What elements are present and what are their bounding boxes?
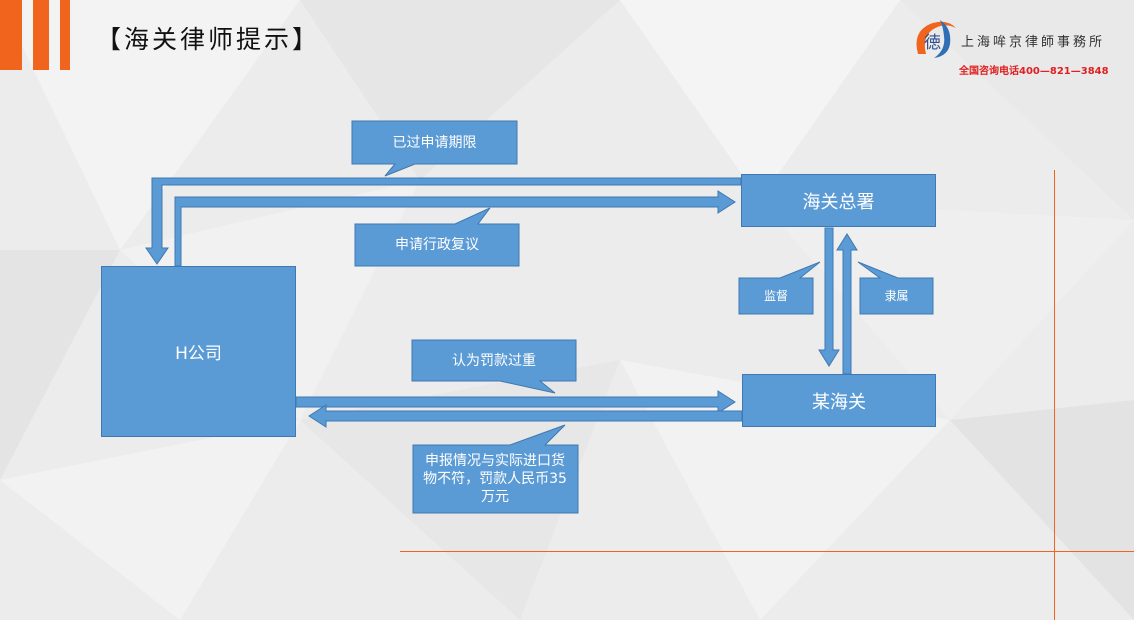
- logo-firm-name: 上海哞京律師事務所: [961, 35, 1106, 50]
- callout-penalty-shape: [412, 424, 579, 514]
- arrow-company-to-gac: [174, 190, 736, 267]
- arrow-customs-to-gac: [836, 233, 858, 375]
- callout-too-heavy: 认为罚款过重: [452, 352, 536, 369]
- accent-bar-3: [60, 0, 70, 70]
- orange-divider-vertical: [1054, 170, 1055, 620]
- arrow-customs-to-company: [308, 404, 743, 428]
- callout-penalty: 申报情况与实际进口货物不符，罚款人民币35万元: [423, 453, 567, 505]
- callout-review: 申请行政复议: [395, 237, 479, 253]
- logo-mark-text: 徳: [924, 33, 941, 53]
- callout-subordinate-shape: [857, 261, 934, 315]
- logo-mark-icon: [916, 20, 956, 58]
- accent-bar-2: [33, 0, 49, 70]
- callout-expired: 已过申请期限: [392, 134, 477, 151]
- node-company: H公司: [101, 266, 296, 437]
- arrow-gac-to-company: [145, 177, 742, 265]
- arrow-company-to-customs: [295, 390, 736, 414]
- callout-expired-shape: [351, 120, 518, 177]
- callout-too-heavy-shape: [411, 339, 577, 394]
- arrow-gac-to-customs: [818, 227, 840, 367]
- logo: 徳: [912, 14, 960, 60]
- page-title: 【海关律师提示】: [96, 25, 321, 54]
- accent-bar-1: [0, 0, 22, 70]
- callout-review-shape: [354, 207, 520, 267]
- callout-supervise-shape: [738, 261, 821, 315]
- callout-supervise: 监督: [763, 289, 788, 303]
- node-local-customs: 某海关: [742, 374, 936, 427]
- logo-phone: 全国咨询电话400—821—3848: [959, 66, 1109, 77]
- callout-subordinate: 隶属: [884, 289, 909, 303]
- node-gac: 海关总署: [741, 174, 936, 227]
- orange-divider-horizontal: [400, 551, 1134, 552]
